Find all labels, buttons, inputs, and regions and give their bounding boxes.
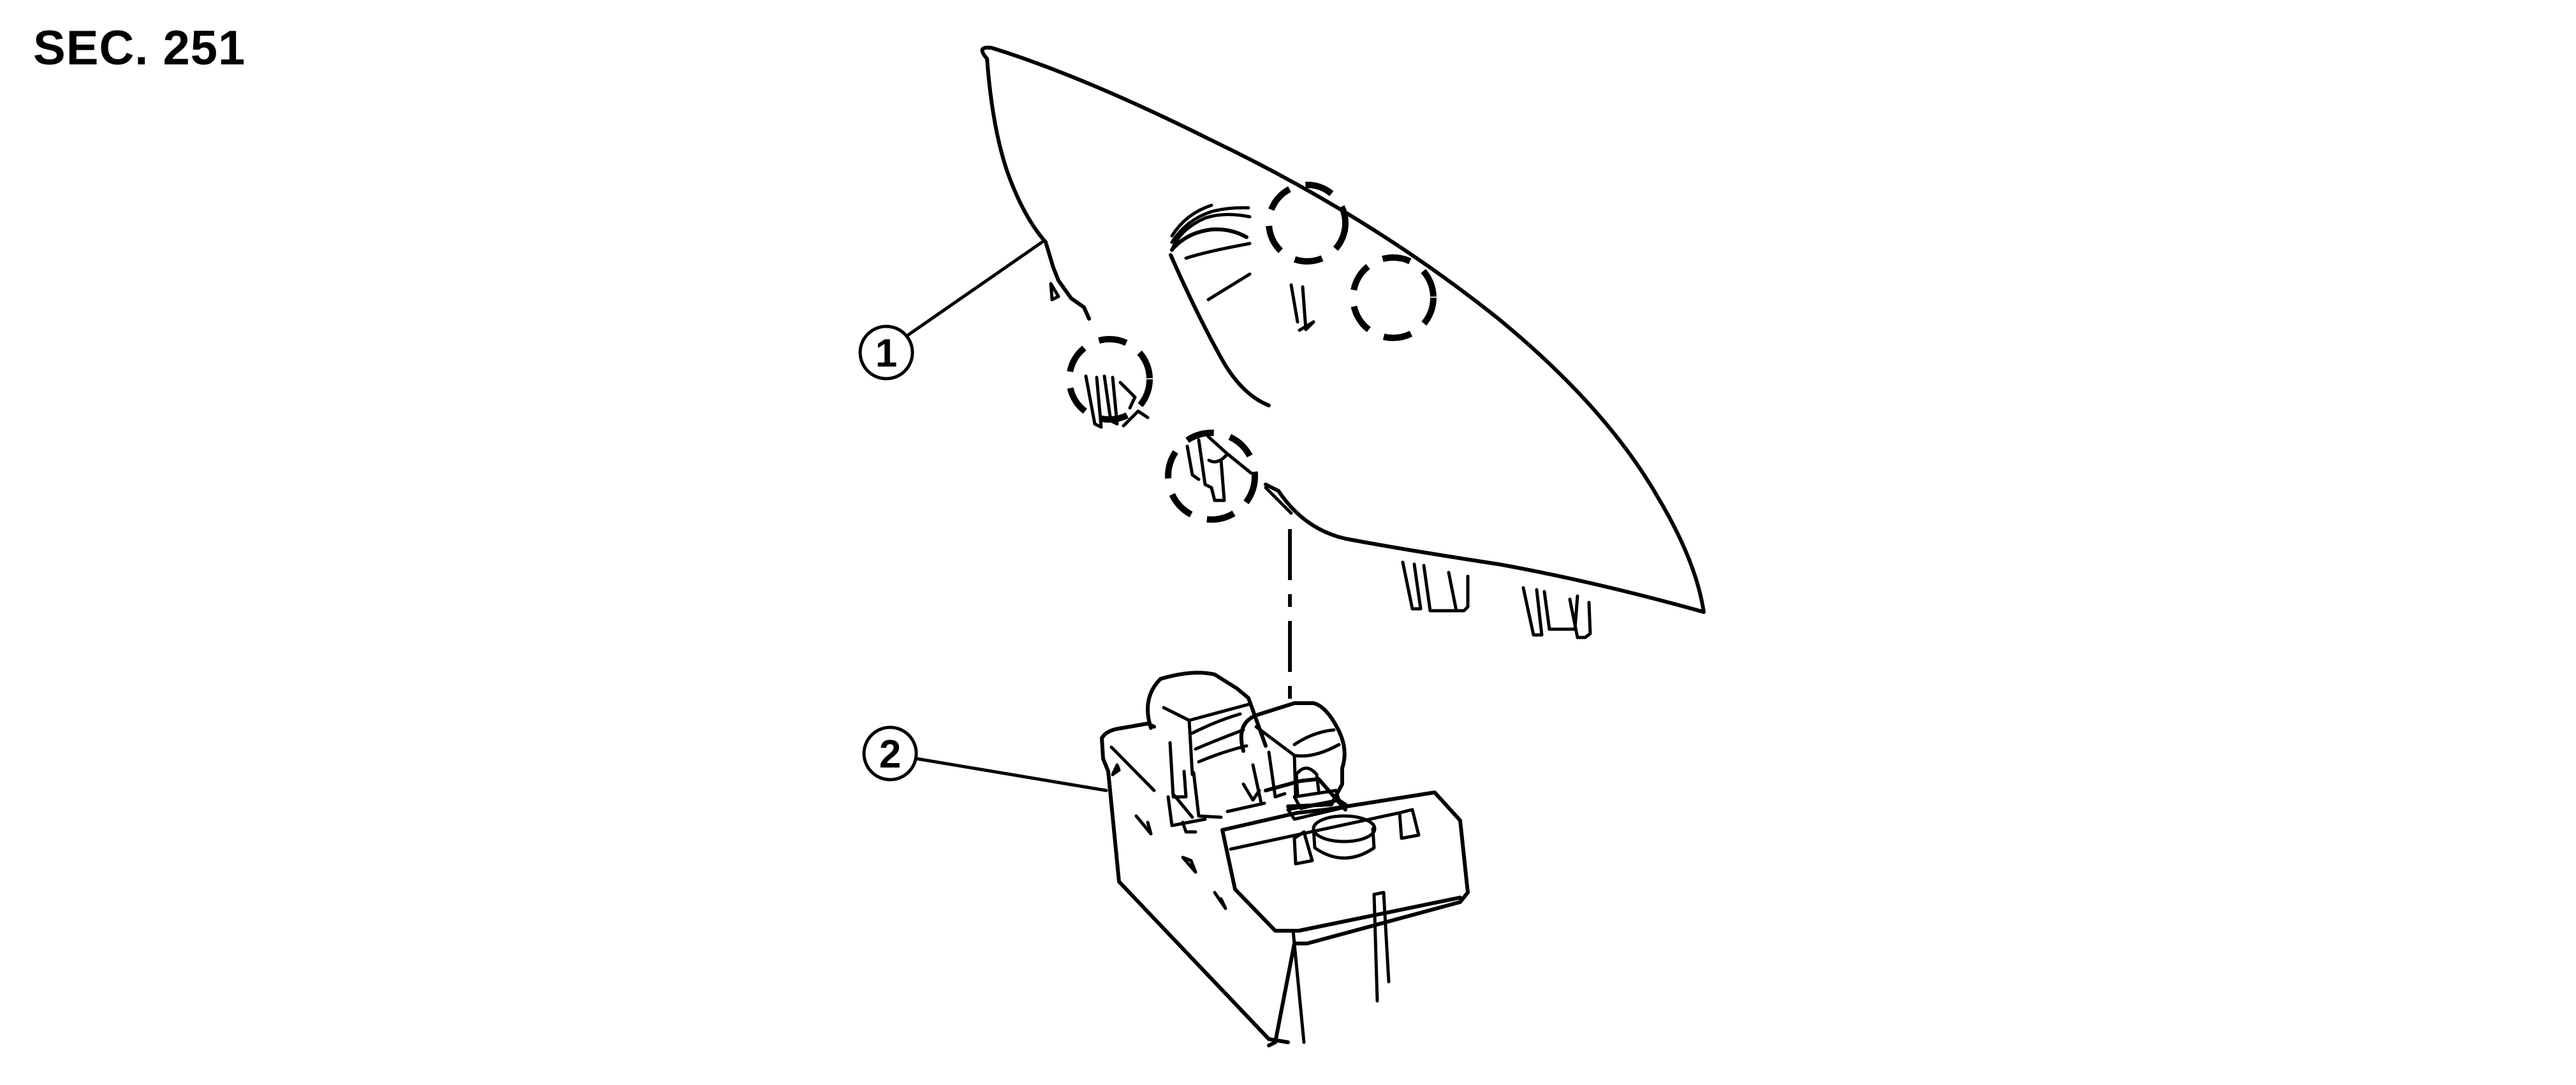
section-label: SEC. 251 bbox=[33, 21, 246, 75]
callout-leader-line bbox=[905, 240, 1044, 338]
callout-2: 2 bbox=[862, 725, 1108, 792]
clip-location-circle bbox=[1165, 430, 1258, 523]
finisher-panel bbox=[980, 45, 1706, 639]
callout-number: 1 bbox=[875, 331, 897, 375]
callout-leader-line bbox=[914, 757, 1108, 792]
clip-location-circle bbox=[1266, 182, 1349, 265]
callout-circle bbox=[858, 324, 914, 381]
callout-number: 2 bbox=[879, 732, 901, 776]
callout-circle bbox=[862, 725, 918, 782]
clip-location-circle bbox=[1350, 254, 1437, 341]
power-window-switch bbox=[1100, 671, 1470, 1047]
callout-1: 1 bbox=[858, 240, 1044, 381]
